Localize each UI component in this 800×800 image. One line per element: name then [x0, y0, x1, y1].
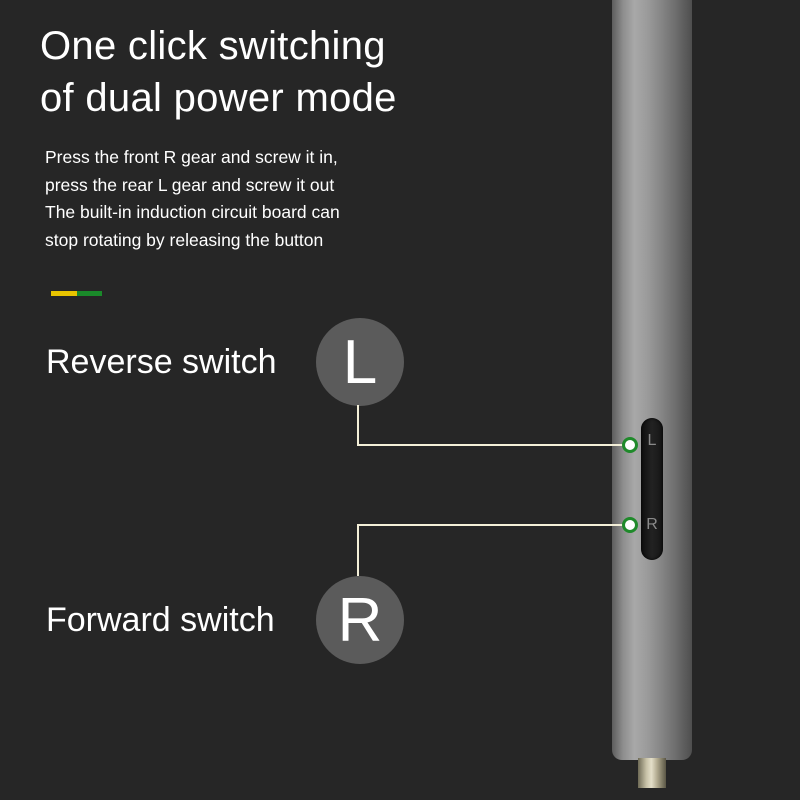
accent-bar-green — [76, 291, 102, 296]
description-line-4: stop rotating by releasing the button — [45, 229, 324, 250]
forward-switch-badge: R — [316, 576, 404, 664]
reverse-switch-badge: L — [316, 318, 404, 406]
headline-line-2: of dual power mode — [40, 76, 397, 120]
reverse-callout-horizontal — [357, 444, 623, 446]
switch-letter-r: R — [646, 516, 658, 533]
reverse-callout-dot — [622, 437, 638, 453]
reverse-callout-vertical — [357, 405, 359, 445]
forward-callout-horizontal — [357, 524, 623, 526]
headline: One click switching of dual power mode — [40, 20, 397, 124]
reverse-switch-label: Reverse switch — [46, 343, 277, 381]
accent-bar-yellow — [51, 291, 77, 296]
description-line-3: The built-in induction circuit board can — [45, 202, 340, 222]
forward-switch-label: Forward switch — [46, 601, 275, 639]
description-line-2: press the rear L gear and screw it out — [45, 174, 335, 195]
screwdriver-body — [612, 0, 692, 760]
direction-switch: L R — [641, 418, 663, 560]
forward-callout-dot — [622, 517, 638, 533]
forward-callout-vertical — [357, 524, 359, 576]
description-line-1: Press the front R gear and screw it in, — [45, 147, 338, 167]
switch-letter-l: L — [647, 432, 657, 449]
description: Press the front R gear and screw it in, … — [45, 144, 340, 254]
accent-bar — [51, 291, 102, 296]
screwdriver-bit-holder — [638, 758, 666, 788]
headline-line-1: One click switching — [40, 24, 386, 68]
